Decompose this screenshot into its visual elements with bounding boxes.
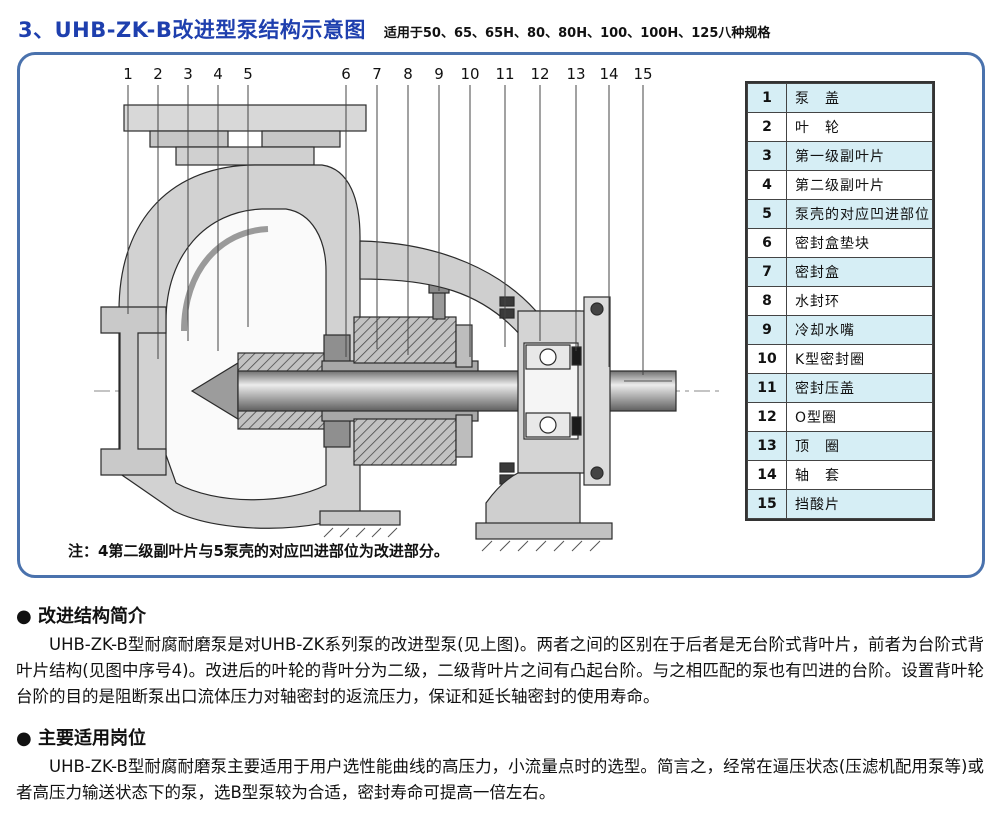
part-number-cell: 6 — [747, 228, 787, 258]
leader-lines — [127, 85, 644, 375]
section-paragraph-application: UHB-ZK-B型耐腐耐磨泵主要适用于用户选性能曲线的高压力，小流量点时的选型。… — [16, 757, 984, 803]
diagram-note: 注：4第二级副叶片与5泵壳的对应凹进部位为改进部分。 — [68, 542, 449, 560]
callout-number: 4 — [213, 65, 223, 83]
part-name-cell: 水封环 — [786, 286, 933, 316]
callout-number: 5 — [243, 65, 253, 83]
part-name-cell: 密封压盖 — [786, 373, 933, 403]
callout-number: 1 — [123, 65, 133, 83]
page-title: 3、UHB-ZK-B改进型泵结构示意图 — [18, 18, 366, 42]
part-number-cell: 5 — [747, 199, 787, 229]
part-number-cell: 10 — [747, 344, 787, 374]
page-subtitle: 适用于50、65、65H、80、80H、100、100H、125八种规格 — [383, 26, 771, 41]
part-name-cell: K型密封圈 — [786, 344, 933, 374]
part-name-cell: 叶 轮 — [786, 112, 933, 142]
pump-body-group — [100, 104, 677, 552]
part-name-cell: 密封盒 — [786, 257, 933, 287]
part-number-cell: 1 — [747, 83, 787, 113]
part-name-cell: 密封盒垫块 — [786, 228, 933, 258]
callout-number: 7 — [372, 65, 382, 83]
part-name-cell: 第二级副叶片 — [786, 170, 933, 200]
part-number-cell: 11 — [747, 373, 787, 403]
part-name-cell: 泵壳的对应凹进部位 — [786, 199, 933, 229]
callout-number: 13 — [566, 65, 585, 83]
part-number-cell: 15 — [747, 489, 787, 519]
callout-number: 3 — [183, 65, 193, 83]
section-paragraph-structure-intro: UHB-ZK-B型耐腐耐磨泵是对UHB-ZK系列泵的改进型泵(见上图)。两者之间… — [16, 635, 984, 707]
text-sections: ● 改进结构简介 UHB-ZK-B型耐腐耐磨泵是对UHB-ZK系列泵的改进型泵(… — [0, 578, 1000, 806]
part-number-cell: 2 — [747, 112, 787, 142]
part-number-cell: 12 — [747, 402, 787, 432]
pump-cross-section-drawing: 1 2 3 4 5 6 7 8 9 10 11 12 13 14 15 — [94, 65, 724, 552]
callout-number: 2 — [153, 65, 163, 83]
callout-number: 10 — [460, 65, 479, 83]
callout-numbers: 1 2 3 4 5 6 7 8 9 10 11 12 13 14 15 — [123, 65, 652, 83]
part-name-cell: 轴 套 — [786, 460, 933, 490]
part-name-cell: 顶 圈 — [786, 431, 933, 461]
part-number-cell: 14 — [747, 460, 787, 490]
part-number-cell: 13 — [747, 431, 787, 461]
part-name-cell: 泵 盖 — [786, 83, 933, 113]
callout-number: 8 — [403, 65, 413, 83]
callout-number: 11 — [495, 65, 514, 83]
part-number-cell: 8 — [747, 286, 787, 316]
part-name-cell: 第一级副叶片 — [786, 141, 933, 171]
section-heading-application: ● 主要适用岗位 — [16, 728, 146, 750]
callout-number: 15 — [633, 65, 652, 83]
part-number-cell: 3 — [747, 141, 787, 171]
title-bar: 3、UHB-ZK-B改进型泵结构示意图 适用于50、65、65H、80、80H、… — [0, 0, 1000, 50]
part-name-cell: 冷却水嘴 — [786, 315, 933, 345]
part-number-cell: 4 — [747, 170, 787, 200]
part-number-cell: 9 — [747, 315, 787, 345]
part-name-cell: 挡酸片 — [786, 489, 933, 519]
callout-number: 9 — [434, 65, 444, 83]
callout-number: 12 — [530, 65, 549, 83]
callout-number: 6 — [341, 65, 351, 83]
section-heading-structure-intro: ● 改进结构简介 — [16, 606, 146, 627]
part-number-cell: 7 — [747, 257, 787, 287]
callout-number: 14 — [599, 65, 618, 83]
part-name-cell: O型圈 — [786, 402, 933, 432]
